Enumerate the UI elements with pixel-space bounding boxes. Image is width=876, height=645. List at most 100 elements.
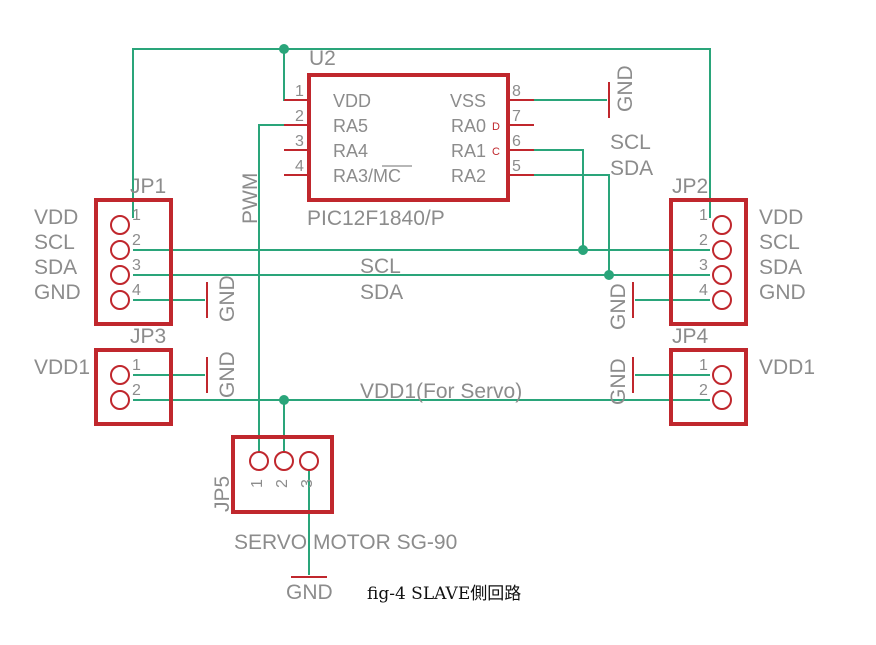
pin-label: VDD <box>759 206 803 229</box>
figure-caption: fig-4 SLAVE側回路 <box>367 584 521 604</box>
net-label-scl: SCL <box>360 255 401 278</box>
gnd-label: GND <box>614 65 637 112</box>
pin-label: VDD <box>34 206 78 229</box>
pin-pad <box>712 365 732 385</box>
u2-pin-label: RA0 <box>451 116 486 136</box>
pin-number: 2 <box>132 382 141 399</box>
u2-pin-number: 4 <box>295 158 304 175</box>
pin-label: SCL <box>759 231 800 254</box>
jp2-body <box>669 198 748 326</box>
u2-pin-label: RA4 <box>333 141 368 161</box>
jp4-header: JP4 1 2 VDD1 <box>669 325 815 426</box>
u2-pin-label: VSS <box>450 91 486 111</box>
pin-label: VDD1 <box>759 356 815 379</box>
pin-pad <box>110 365 130 385</box>
pin-pad <box>249 451 269 471</box>
net-label-vdd1: VDD1(For Servo) <box>360 380 522 403</box>
jp3-header: JP3 1 2 VDD1 <box>34 325 173 426</box>
wires <box>132 48 711 575</box>
jp5-body <box>231 435 334 514</box>
gnd-symbol-vss: GND <box>608 65 637 118</box>
gnd-label: GND <box>607 358 630 405</box>
jp5-header: JP5 1 2 3 SERVO MOTOR SG-90 <box>211 435 457 554</box>
u2-pin-number: 5 <box>512 158 521 175</box>
u2-pin-number: 2 <box>295 108 304 125</box>
pin-label: SCL <box>34 231 75 254</box>
u2-part-name: PIC12F1840/P <box>307 207 445 230</box>
pin-label: SDA <box>34 256 77 279</box>
gnd-label: GND <box>607 283 630 330</box>
jp1-body <box>94 198 173 326</box>
pin-label: GND <box>34 281 81 304</box>
pin-number: 1 <box>132 357 141 374</box>
pin-pad <box>110 265 130 285</box>
u2-pin-number: 6 <box>512 133 521 150</box>
u2-pin-number: 1 <box>295 83 304 100</box>
junction-dot <box>279 44 289 54</box>
net-label-sda: SDA <box>360 281 403 304</box>
u2-pin-label: RA1 <box>451 141 486 161</box>
u2-ref: U2 <box>309 47 336 70</box>
gnd-symbol-jp3: GND <box>206 351 239 398</box>
pin-number: 2 <box>699 382 708 399</box>
pin-number: 1 <box>699 207 708 224</box>
jp2-header: JP2 1 2 3 4 VDD SCL SDA GND <box>669 175 806 326</box>
gnd-symbol-jp1: GND <box>206 275 239 322</box>
jp4-ref: JP4 <box>672 325 709 348</box>
vdd-net-wire <box>132 48 711 218</box>
u2-pin-number: 3 <box>295 133 304 150</box>
jp1-header: JP1 1 2 3 4 VDD SCL SDA GND <box>34 175 173 326</box>
jp2-ref: JP2 <box>672 175 708 198</box>
pin-pad <box>110 290 130 310</box>
pin-label: GND <box>759 281 806 304</box>
pin-number: 4 <box>699 282 708 299</box>
pin-number: 3 <box>699 257 708 274</box>
gnd-symbol-jp4: GND <box>607 357 634 405</box>
gnd-symbol-jp5: GND <box>286 576 333 604</box>
ra1-scl-wire <box>520 149 584 250</box>
pin-pad <box>712 390 732 410</box>
u2-chip: U2 PIC12F1840/P 1 2 3 4 8 7 6 5 VDD RA5 … <box>284 47 534 230</box>
gnd-label: GND <box>216 275 239 322</box>
pin-number: 2 <box>274 479 291 488</box>
u2-pin-number: 7 <box>512 108 521 125</box>
pin-pad <box>110 215 130 235</box>
u2-pin-label: RA3/MC <box>333 166 401 186</box>
u2-pin-label: RA2 <box>451 166 486 186</box>
jp3-body <box>94 348 173 426</box>
junction-dot <box>578 245 588 255</box>
ra2-sda-wire <box>520 174 610 275</box>
pwm-wire <box>258 124 296 461</box>
pin-pad <box>110 390 130 410</box>
pin-number: 1 <box>132 207 141 224</box>
net-label-sda: SDA <box>610 157 653 180</box>
jp5-ref: JP5 <box>211 476 234 512</box>
jp5-part-name: SERVO MOTOR SG-90 <box>234 531 457 554</box>
u2-pin-number: 8 <box>512 83 521 100</box>
junction-dot <box>604 270 614 280</box>
u2-pin-label: VDD <box>333 91 371 111</box>
u2-body <box>307 73 510 202</box>
pin-pad <box>712 240 732 260</box>
gnd-symbol-jp2: GND <box>607 282 634 330</box>
pin-label: SDA <box>759 256 802 279</box>
u2-clock-tag: C <box>492 146 500 158</box>
pin-number: 1 <box>699 357 708 374</box>
jp4-body <box>669 348 748 426</box>
pin-pad <box>712 215 732 235</box>
u2-data-tag: D <box>492 121 500 133</box>
pin-number: 3 <box>299 479 316 488</box>
jp1-ref: JP1 <box>130 175 166 198</box>
pin-pad <box>712 290 732 310</box>
u2-pin-label: RA5 <box>333 116 368 136</box>
pin-number: 4 <box>132 282 141 299</box>
net-label-pwm: PWM <box>239 173 262 224</box>
pin-pad <box>712 265 732 285</box>
junction-dot <box>279 395 289 405</box>
pin-pad <box>110 240 130 260</box>
pin-number: 1 <box>249 479 266 488</box>
pin-label: VDD1 <box>34 356 90 379</box>
pin-number: 2 <box>699 232 708 249</box>
pin-number: 3 <box>132 257 141 274</box>
